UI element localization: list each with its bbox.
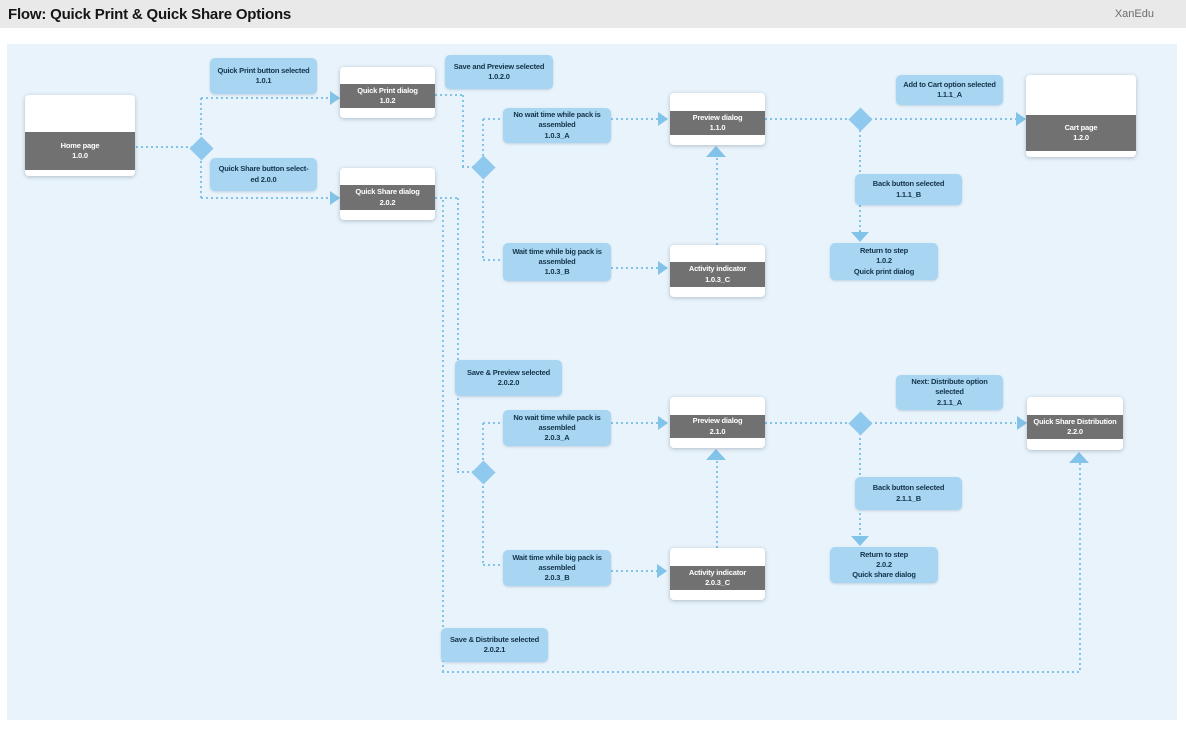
arrowhead-right (658, 112, 668, 126)
screen-activity-indicator-2: Activity indicator 2.0.3_C (670, 548, 765, 600)
connector-line (483, 564, 503, 566)
note-save-and-preview-selected: Save and Preview selected 1.0.2.0 (445, 55, 553, 89)
screen-cart-page: Cart page 1.2.0 (1026, 75, 1136, 157)
screen-label: Preview dialog 2.1.0 (670, 415, 765, 438)
screen-quick-print-dialog: Quick Print dialog 1.0.2 (340, 67, 435, 118)
connector-line (442, 200, 444, 673)
connector-line (482, 423, 484, 464)
note-next-distribute-selected: Next: Distribute option selected 2.1.1_A (896, 375, 1003, 410)
screen-label: Preview dialog 1.1.0 (670, 111, 765, 135)
connector-line (483, 259, 503, 261)
screen-label: Activity indicator 1.0.3_C (670, 262, 765, 287)
note-wait-2: Wait time while big pack is assembled 2.… (503, 550, 611, 586)
header-bar: Flow: Quick Print & Quick Share Options … (0, 0, 1186, 28)
screen-preview-dialog-2: Preview dialog 2.1.0 (670, 397, 765, 448)
arrowhead-right (330, 91, 340, 105)
screen-activity-indicator-1: Activity indicator 1.0.3_C (670, 245, 765, 297)
arrowhead-up (1069, 452, 1089, 463)
screen-label: Activity indicator 2.0.3_C (670, 566, 765, 590)
note-back-button-1: Back button selected 1.1.1_B (855, 174, 962, 205)
connector-line (200, 98, 202, 140)
connector-line (482, 176, 484, 261)
connector-line (870, 422, 1016, 424)
note-wait-1: Wait time while big pack is assembled 1.… (503, 243, 611, 281)
note-quick-print-button-selected: Quick Print button selected 1.0.1 (210, 58, 317, 94)
connector-line (611, 570, 657, 572)
screen-preview-dialog-1: Preview dialog 1.1.0 (670, 93, 765, 145)
arrowhead-right (1016, 112, 1026, 126)
screen-label: Quick Share dialog 2.0.2 (340, 185, 435, 210)
screen-label: Quick Print dialog 1.0.2 (340, 84, 435, 108)
connector-line (462, 166, 476, 168)
screen-home-page: Home page 1.0.0 (25, 95, 135, 176)
connector-line (442, 671, 1081, 673)
connector-line (870, 118, 1016, 120)
connector-line (716, 461, 718, 548)
arrowhead-right (658, 416, 668, 430)
note-no-wait-2: No wait time while pack is assembled 2.0… (503, 410, 611, 446)
screen-label: Quick Share Distribution 2.2.0 (1027, 415, 1123, 439)
connector-line (611, 118, 658, 120)
note-add-to-cart-selected: Add to Cart option selected 1.1.1_A (896, 75, 1003, 105)
arrowhead-right (657, 564, 667, 578)
note-return-to-step-1: Return to step 1.0.2 Quick print dialog (830, 243, 938, 280)
connector-line (482, 481, 484, 566)
arrowhead-up (706, 449, 726, 460)
note-back-button-2: Back button selected 2.1.1_B (855, 477, 962, 510)
connector-line (200, 156, 202, 199)
brand-logo: XanEdu (1114, 8, 1154, 20)
connector-line (483, 422, 503, 424)
arrowhead-down (851, 232, 869, 242)
screen-quick-share-dialog: Quick Share dialog 2.0.2 (340, 168, 435, 220)
connector-line (136, 146, 192, 148)
arrowhead-right (658, 261, 668, 275)
connector-line (201, 97, 331, 99)
arrowhead-up (706, 146, 726, 157)
note-quick-share-button-selected: Quick Share button select- ed 2.0.0 (210, 158, 317, 191)
connector-line (435, 197, 459, 199)
connector-line (457, 198, 459, 472)
note-save-distribute-selected: Save & Distribute selected 2.0.2.1 (441, 628, 548, 662)
arrowhead-right (1017, 416, 1027, 430)
page-title: Flow: Quick Print & Quick Share Options (8, 5, 292, 23)
connector-line (201, 197, 331, 199)
note-no-wait-1: No wait time while pack is assembled 1.0… (503, 108, 611, 143)
connector-line (457, 471, 475, 473)
connector-line (611, 267, 658, 269)
connector-line (435, 94, 463, 96)
connector-line (765, 118, 852, 120)
note-return-to-step-2: Return to step 2.0.2 Quick share dialog (830, 547, 938, 583)
connector-line (765, 422, 852, 424)
note-save-preview-2: Save & Preview selected 2.0.2.0 (455, 360, 562, 396)
connector-line (482, 119, 484, 160)
connector-line (1079, 463, 1081, 672)
screen-label: Cart page 1.2.0 (1026, 115, 1136, 151)
arrowhead-down (851, 536, 869, 546)
connector-line (462, 95, 464, 168)
connector-line (716, 158, 718, 245)
connector-line (611, 422, 658, 424)
screen-quick-share-distribution: Quick Share Distribution 2.2.0 (1027, 397, 1123, 450)
screen-label: Home page 1.0.0 (25, 132, 135, 170)
connector-line (483, 118, 503, 120)
arrowhead-right (330, 191, 340, 205)
